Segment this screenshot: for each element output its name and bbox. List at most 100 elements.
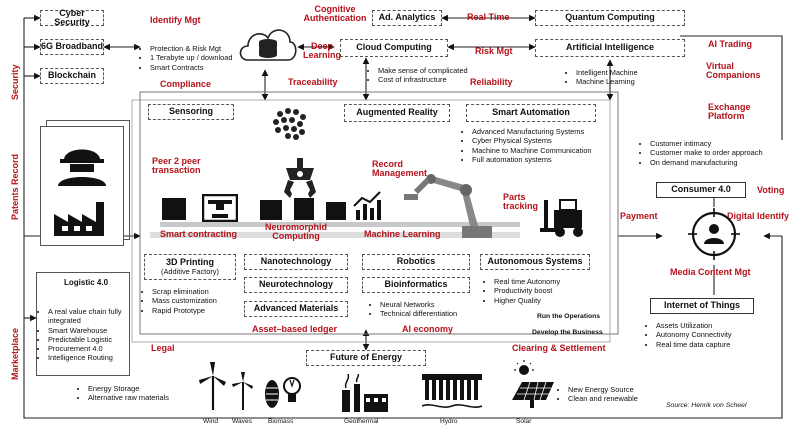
ai-economy-label: AI economy: [402, 324, 454, 334]
consumer-bullet: On demand manufacturing: [650, 158, 763, 167]
smart-automation-box: Smart Automation: [466, 104, 596, 122]
cloud-computing-bullet: Make sense of complicated: [378, 66, 468, 75]
consumer-bullet: Customer intimacy: [650, 139, 763, 148]
neurotechnology-box: Neurotechnology: [244, 277, 348, 293]
energy-storage-bullet: Energy Storage: [88, 384, 169, 393]
side-label-marketplace: Marketplace: [10, 327, 20, 380]
neurotechnology-label: Neurotechnology: [258, 279, 333, 290]
quantum-computing-label: Quantum Computing: [565, 12, 655, 23]
digital-identify-label: Digital Identify: [727, 211, 790, 221]
robot-claw-icon: [284, 158, 316, 198]
cloud-bullets: Protection & Risk Mgt 1 Terabyte up / do…: [140, 44, 232, 72]
iot-box: Internet of Things: [650, 298, 754, 314]
neuromorphid-computing-label: Neuromorphid Computing: [265, 222, 327, 242]
bio-bullet: Technical differentiation: [380, 309, 457, 318]
smart-contracting-label: Smart contracting: [160, 229, 238, 239]
smart-automation-label: Smart Automation: [492, 107, 570, 118]
clearing-settlement-label: Clearing & Settlement: [512, 343, 606, 353]
advanced-materials-box: Advanced Materials: [244, 301, 348, 317]
cloud-bullet: Protection & Risk Mgt: [150, 44, 232, 53]
blockchain-box: Blockchain: [40, 68, 104, 84]
ai-trading-label: AI Trading: [708, 39, 753, 49]
energy-storage-bullet: Alternative raw materials: [88, 393, 169, 402]
block-icon: [260, 200, 282, 220]
augmented-reality-box: Augmented Reality: [344, 104, 450, 122]
sensoring-box: Sensoring: [148, 104, 234, 120]
wind-turbine-icon: [199, 362, 226, 410]
auto-bullet: Productivity boost: [494, 286, 560, 295]
side-label-patents-record: Patents Record: [10, 153, 20, 220]
autonomous-systems-box: Autonomous Systems: [480, 254, 590, 270]
new-energy-bullet: New Energy Source: [568, 385, 638, 394]
auto-bullets: Real time Autonomy Productivity boost Hi…: [484, 277, 560, 305]
consumer-bullet: Customer make to order approach: [650, 148, 763, 157]
run-operations-label: Run the Operations: [537, 313, 601, 320]
logistic-card: [36, 272, 130, 376]
consumer-label: Consumer 4.0: [671, 184, 731, 195]
bioinformatics-box: Bioinformatics: [362, 277, 470, 293]
biomass-icon: [265, 377, 301, 408]
payment-label: Payment: [620, 211, 658, 221]
logistic-bullet: Smart Warehouse: [48, 326, 126, 335]
robotics-box: Robotics: [362, 254, 470, 270]
conveyor-belt: [160, 222, 520, 227]
cloud-database-icon: [239, 29, 297, 61]
cloud-bullet: Smart Contracts: [150, 63, 232, 72]
cognitive-authentication-label: Cognitive Authentication: [303, 4, 367, 24]
geothermal-icon: [342, 374, 388, 412]
energy-storage-bullets: Energy Storage Alternative raw materials: [78, 384, 169, 403]
broadband-label: 6G Broadband: [41, 41, 104, 52]
3d-printing-subtitle: (Additive Factory): [161, 266, 219, 276]
hydro-dam-icon: [422, 374, 482, 408]
iot-bullets: Assets Utilization Autonomy Connectivity…: [646, 321, 732, 349]
future-energy-label: Future of Energy: [329, 352, 402, 363]
augmented-reality-label: Augmented Reality: [356, 107, 438, 118]
real-time-label: Real Time: [467, 12, 510, 22]
artificial-intelligence-box: Artificial Intelligence: [535, 39, 685, 57]
energy-label-wind: Wind: [203, 418, 219, 425]
asset-ledger-label: Asset–based ledger: [252, 324, 338, 334]
automation-bullet: Cyber Physical Systems: [472, 136, 592, 145]
automation-bullet: Machine to Machine Communication: [472, 146, 592, 155]
waves-turbine-icon: [232, 372, 253, 410]
bioinformatics-label: Bioinformatics: [384, 279, 448, 290]
cloud-computing-bullets: Make sense of complicated Cost of infras…: [368, 66, 468, 85]
logistic-bullet: Predictable Logistic: [48, 335, 126, 344]
logistic-bullet: Procurement 4.0: [48, 344, 126, 353]
logistic-bullet: A real value chain fully integrated: [48, 307, 126, 326]
iot-bullet: Assets Utilization: [656, 321, 732, 330]
robot-arm-icon: [404, 174, 492, 238]
side-label-security: Security: [10, 64, 20, 100]
exchange-platform-label: Exchange Platform: [708, 102, 751, 122]
ai-bullet: Intelligent Machine: [576, 68, 638, 77]
machine-learning-label: Machine Learning: [364, 229, 441, 239]
new-energy-bullet: Clean and renewable: [568, 394, 638, 403]
quantum-computing-box: Quantum Computing: [535, 10, 685, 26]
growth-chart-icon: [353, 191, 381, 220]
new-energy-bullets: New Energy Source Clean and renewable: [558, 385, 638, 404]
source-credit: Source: Henrik von Scheel: [666, 402, 747, 409]
printing-bullet: Mass customization: [152, 296, 217, 305]
bio-bullet: Neural Networks: [380, 300, 457, 309]
consumer-box: Consumer 4.0: [656, 182, 746, 198]
identify-mgt-label: Identify Mgt: [150, 15, 201, 25]
printing-bullet: Rapid Prototype: [152, 306, 217, 315]
energy-label-waves: Waves: [232, 418, 252, 425]
iot-bullet: Real time data capture: [656, 340, 732, 349]
block-icon: [326, 202, 346, 220]
logistic-title: Logistic 4.0: [64, 278, 109, 287]
develop-business-label: Develop the Business: [532, 329, 603, 336]
bio-bullets: Neural Networks Technical differentiatio…: [370, 300, 457, 319]
legal-label: Legal: [151, 343, 175, 353]
3d-printing-title: 3D Printing: [165, 257, 214, 268]
peer2peer-label: Peer 2 peer transaction: [152, 156, 201, 176]
cloud-bullet: 1 Terabyte up / download: [150, 53, 232, 62]
automation-bullet: Advanced Manufacturing Systems: [472, 127, 592, 136]
robotics-label: Robotics: [396, 256, 436, 267]
3d-printer-icon: [202, 194, 238, 222]
sensoring-label: Sensoring: [168, 106, 213, 117]
factory-icon: [54, 202, 104, 236]
3d-printing-box: 3D Printing (Additive Factory): [144, 254, 236, 280]
